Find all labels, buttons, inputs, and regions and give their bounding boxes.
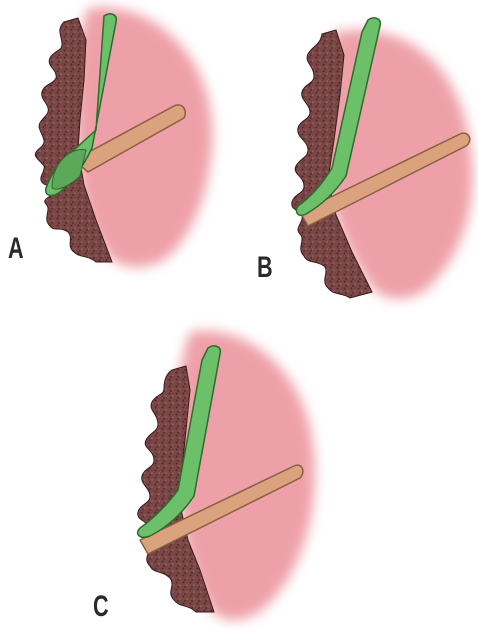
panel-a: [35, 7, 212, 267]
panel-b: [292, 18, 473, 299]
panel-label-a: A: [8, 234, 24, 264]
panel-c: [138, 331, 315, 620]
panel-label-b: B: [257, 253, 273, 283]
panel-label-c: C: [93, 592, 109, 622]
